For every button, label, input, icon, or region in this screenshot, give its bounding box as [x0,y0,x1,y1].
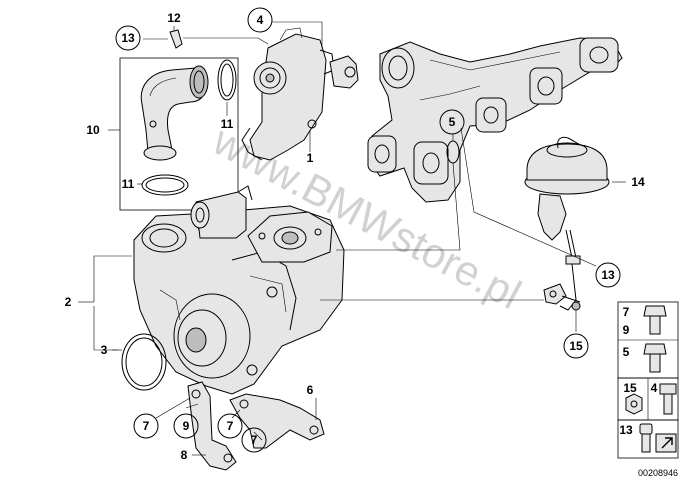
svg-text:4: 4 [257,13,264,27]
hardware-legend [617,301,679,459]
callout-11-top[interactable]: 11 [221,117,234,131]
callout-10[interactable]: 10 [86,123,100,137]
turbocharger-upper[interactable] [241,27,335,161]
svg-text:7: 7 [143,419,150,433]
callout-3[interactable]: 3 [101,343,108,357]
svg-text:5: 5 [449,115,456,129]
svg-text:7: 7 [251,433,258,447]
leader-lines [78,21,626,456]
svg-text:4: 4 [651,381,658,395]
charge-air-hose[interactable] [140,65,209,161]
svg-text:13: 13 [121,31,135,45]
svg-text:7: 7 [227,419,234,433]
callout-7-middle[interactable]: 7 [217,413,243,439]
hose-group-box [108,57,239,211]
callout-5[interactable]: 5 [439,109,465,135]
callout-13-top[interactable]: 13 [115,25,141,51]
callout-8[interactable]: 8 [181,448,188,462]
svg-text:1: 1 [307,151,314,165]
svg-text:9: 9 [623,323,630,337]
callout-12[interactable]: 12 [167,11,181,25]
callout-15[interactable]: 15 [563,333,589,359]
callout-9[interactable]: 9 [173,413,199,439]
svg-text:13: 13 [619,423,633,437]
svg-text:15: 15 [623,381,637,395]
actuator-linkage[interactable] [543,283,581,311]
svg-text:8: 8 [181,448,188,462]
callout-1[interactable]: 1 [307,151,314,165]
callout-2[interactable]: 2 [65,295,72,309]
retaining-clip[interactable] [169,26,183,49]
legend-5-bolt[interactable]: 5 [623,343,667,373]
svg-text:6: 6 [307,383,314,397]
callout-11-bottom[interactable]: 11 [122,177,135,191]
callout-7-right[interactable]: 7 [241,427,267,453]
svg-text:11: 11 [122,177,135,191]
svg-text:3: 3 [101,343,108,357]
o-ring-bottom[interactable] [141,174,189,196]
legend-4-bolt[interactable]: 4 [651,381,677,415]
callout-14[interactable]: 14 [631,175,645,189]
svg-text:12: 12 [167,11,181,25]
callout-13-right[interactable]: 13 [595,262,621,288]
legend-7-9-bolt[interactable]: 7 9 [623,305,667,337]
svg-text:14: 14 [631,175,645,189]
svg-text:10: 10 [86,123,100,137]
svg-text:9: 9 [183,419,190,433]
callout-7-left[interactable]: 7 [133,413,159,439]
legend-15-nut[interactable]: 15 [623,381,643,415]
bypass-valve[interactable] [190,185,253,239]
vacuum-actuator[interactable] [524,136,610,311]
svg-text:13: 13 [601,268,615,282]
turbine-outlet-flange[interactable] [247,211,333,263]
document-number: 00208946 [638,468,678,478]
svg-text:15: 15 [569,339,583,353]
callout-6[interactable]: 6 [307,383,314,397]
compressor-o-ring[interactable] [121,333,167,391]
turbine-shaft-insert[interactable] [329,55,359,89]
svg-text:2: 2 [65,295,72,309]
o-ring-top[interactable] [217,59,237,101]
svg-text:5: 5 [623,345,630,359]
support-bracket-right[interactable] [229,393,325,449]
install-direction-icon [655,433,677,453]
svg-text:11: 11 [221,117,234,131]
exhaust-manifold[interactable] [367,37,623,203]
support-bracket-left[interactable] [187,381,237,471]
callout-4[interactable]: 4 [247,7,273,33]
svg-text:7: 7 [623,305,630,319]
legend-13-screw[interactable]: 13 [619,423,653,453]
